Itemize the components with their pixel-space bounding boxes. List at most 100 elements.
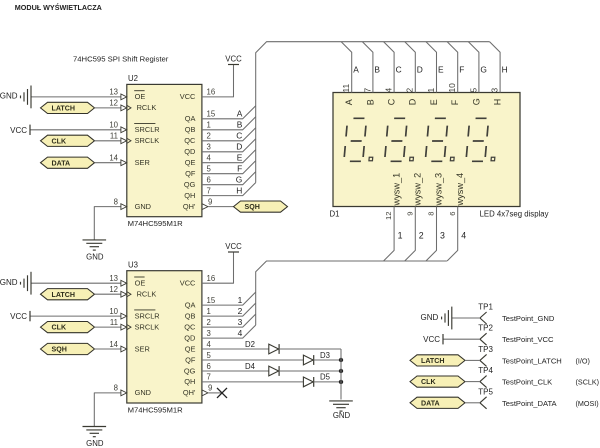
svg-text:11: 11 — [110, 318, 118, 327]
svg-text:QE: QE — [185, 158, 196, 167]
svg-text:DATA: DATA — [421, 399, 440, 407]
svg-text:4: 4 — [207, 340, 212, 349]
svg-text:SER: SER — [135, 158, 150, 167]
svg-text:3: 3 — [490, 88, 500, 93]
svg-text:VCC: VCC — [10, 126, 27, 135]
svg-text:10: 10 — [109, 307, 118, 316]
svg-text:TP3: TP3 — [478, 345, 493, 354]
svg-text:CLK: CLK — [52, 137, 67, 145]
svg-text:GND: GND — [333, 411, 351, 420]
svg-text:E: E — [237, 153, 243, 163]
svg-text:G: G — [236, 175, 243, 185]
svg-text:GND: GND — [0, 278, 18, 287]
svg-text:11: 11 — [110, 132, 118, 141]
svg-text:9: 9 — [208, 197, 212, 206]
svg-text:13: 13 — [109, 88, 118, 97]
svg-text:15: 15 — [207, 296, 216, 305]
svg-text:VCC: VCC — [180, 92, 196, 101]
svg-text:(I/O): (I/O) — [576, 356, 590, 365]
svg-text:2: 2 — [207, 318, 211, 327]
svg-text:RCLK: RCLK — [137, 290, 157, 299]
svg-text:13: 13 — [109, 274, 118, 283]
svg-text:6: 6 — [207, 362, 211, 371]
svg-text:8: 8 — [114, 197, 118, 206]
svg-text:GND: GND — [86, 439, 104, 448]
svg-text:5: 5 — [207, 351, 212, 360]
svg-text:3: 3 — [440, 231, 445, 241]
svg-text:14: 14 — [109, 154, 118, 163]
svg-text:2: 2 — [207, 132, 211, 141]
svg-text:QG: QG — [184, 366, 196, 375]
svg-text:9: 9 — [208, 384, 212, 393]
svg-text:TP2: TP2 — [478, 324, 493, 333]
svg-text:F: F — [459, 64, 464, 74]
svg-text:LED 4x7seg display: LED 4x7seg display — [480, 210, 549, 219]
svg-text:D: D — [236, 142, 242, 152]
svg-text:16: 16 — [207, 88, 216, 97]
svg-text:SRCLR: SRCLR — [135, 125, 160, 134]
svg-text:B: B — [374, 64, 380, 74]
svg-text:LATCH: LATCH — [52, 291, 76, 299]
svg-text:6: 6 — [448, 212, 457, 216]
svg-text:5: 5 — [207, 165, 212, 174]
svg-text:14: 14 — [109, 340, 118, 349]
svg-text:QF: QF — [185, 169, 196, 178]
svg-text:F: F — [450, 99, 460, 105]
svg-text:QH': QH' — [183, 202, 196, 211]
svg-text:15: 15 — [207, 110, 216, 119]
svg-text:16: 16 — [207, 274, 216, 283]
svg-text:F: F — [237, 164, 242, 174]
svg-text:MODUŁ WYŚWIETLACZA: MODUŁ WYŚWIETLACZA — [15, 3, 102, 12]
svg-text:GND: GND — [135, 388, 151, 397]
svg-text:VCC: VCC — [423, 335, 440, 344]
svg-text:VCC: VCC — [225, 55, 242, 64]
svg-text:SER: SER — [135, 344, 150, 353]
svg-text:D1: D1 — [330, 210, 340, 219]
svg-text:6: 6 — [207, 176, 211, 185]
svg-text:H: H — [502, 64, 508, 74]
svg-text:SQH: SQH — [52, 346, 67, 354]
svg-text:G: G — [480, 64, 487, 74]
svg-text:QA: QA — [185, 300, 196, 309]
svg-text:M74HC595M1R: M74HC595M1R — [128, 219, 184, 228]
svg-text:4: 4 — [207, 154, 212, 163]
svg-text:GND: GND — [86, 253, 104, 262]
svg-text:4: 4 — [238, 328, 243, 338]
svg-text:1: 1 — [426, 88, 436, 93]
svg-text:TestPoint_DATA: TestPoint_DATA — [502, 399, 558, 408]
svg-text:TestPoint_LATCH: TestPoint_LATCH — [502, 356, 562, 365]
svg-text:LATCH: LATCH — [52, 105, 76, 113]
svg-text:GND: GND — [421, 313, 439, 322]
svg-text:TestPoint_GND: TestPoint_GND — [502, 314, 555, 323]
svg-text:2: 2 — [238, 306, 243, 316]
svg-text:D5: D5 — [320, 373, 331, 382]
svg-text:E: E — [438, 64, 444, 74]
svg-text:VCC: VCC — [10, 312, 27, 321]
svg-text:LATCH: LATCH — [421, 357, 445, 365]
svg-text:2: 2 — [405, 88, 415, 93]
svg-text:QB: QB — [185, 125, 196, 134]
svg-text:GND: GND — [135, 202, 151, 211]
svg-text:U3: U3 — [128, 261, 138, 270]
svg-text:OE: OE — [135, 92, 146, 101]
svg-text:8: 8 — [114, 384, 118, 393]
svg-text:3: 3 — [207, 143, 211, 152]
svg-text:7: 7 — [207, 373, 211, 382]
svg-text:QD: QD — [184, 147, 195, 156]
svg-text:C: C — [396, 64, 402, 74]
svg-text:TP5: TP5 — [478, 387, 493, 396]
svg-text:VCC: VCC — [180, 279, 196, 288]
svg-text:3: 3 — [238, 317, 243, 327]
svg-text:wysw_3: wysw_3 — [434, 173, 444, 207]
svg-text:OE: OE — [135, 279, 146, 288]
svg-text:QH: QH — [184, 191, 195, 200]
svg-text:D4: D4 — [245, 362, 256, 371]
svg-text:U2: U2 — [128, 74, 138, 83]
svg-text:QH': QH' — [183, 388, 196, 397]
svg-text:QF: QF — [185, 355, 196, 364]
svg-text:TP1: TP1 — [478, 303, 493, 312]
svg-text:C: C — [387, 98, 397, 105]
svg-text:7: 7 — [207, 186, 211, 195]
svg-text:H: H — [493, 99, 503, 106]
svg-text:2: 2 — [419, 231, 424, 241]
